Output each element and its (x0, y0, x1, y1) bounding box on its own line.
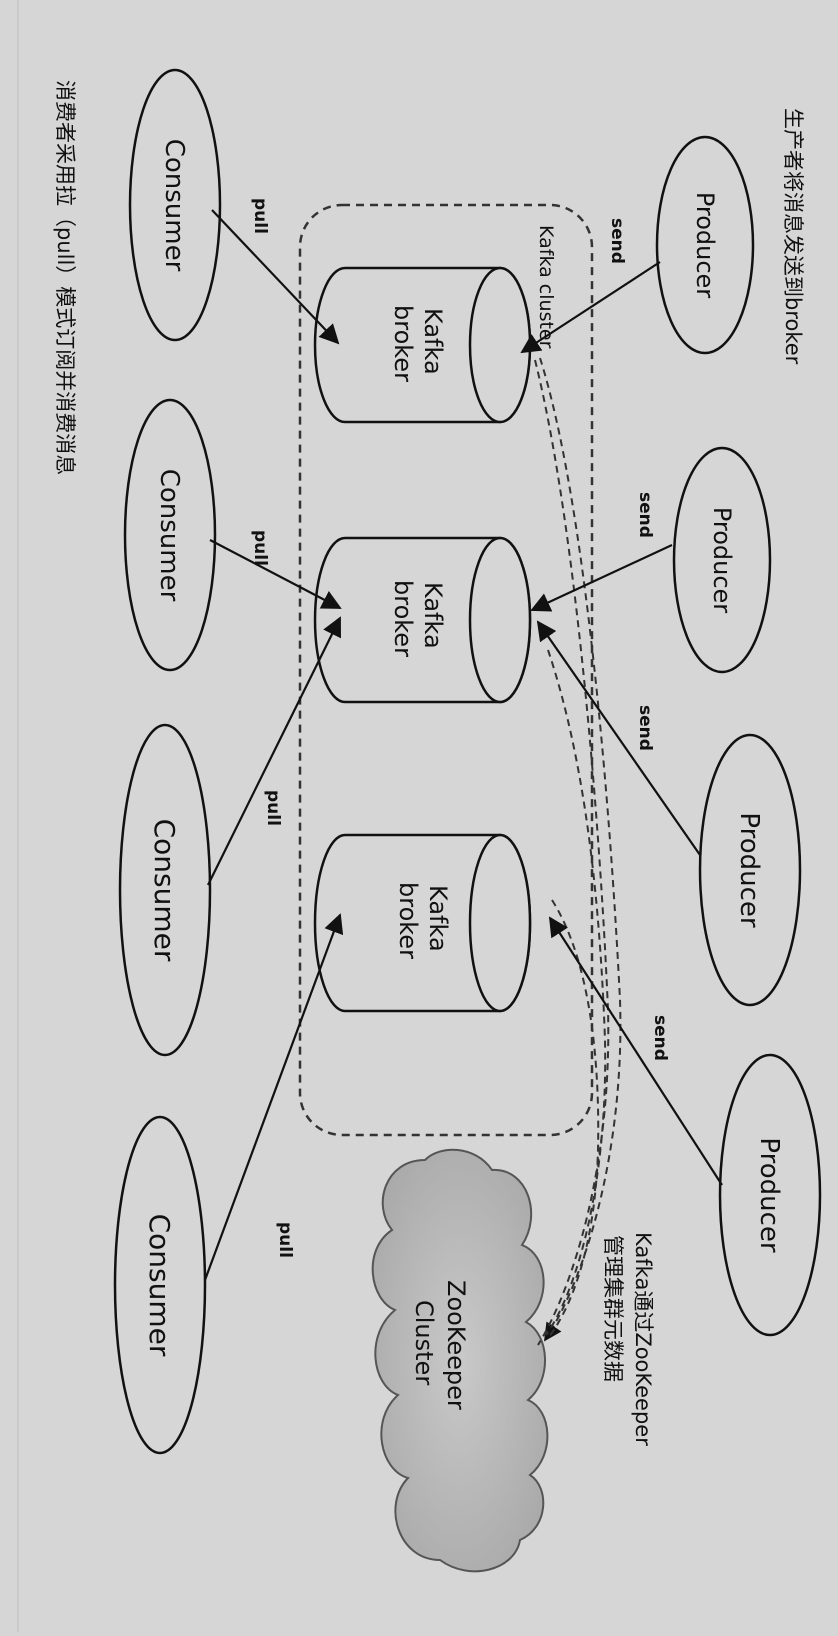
send-label-1: send (607, 218, 627, 264)
zookeeper-cloud: ZooKeeper Cluster (371, 1148, 549, 1573)
pull-label-1: pull (250, 198, 270, 234)
send-arrow-2 (530, 544, 673, 612)
zookeeper-metadata-links (534, 357, 622, 1346)
pull-arrows (203, 209, 344, 1281)
broker-1: Kafka broker (313, 266, 532, 424)
consumer-2-label: Consumer (154, 469, 184, 602)
send-label-4: send (650, 1015, 670, 1061)
pull-label-3: pull (263, 790, 283, 826)
consumer-1: Consumer (128, 68, 222, 342)
pull-arrow-1 (211, 209, 340, 345)
consumer-2: Consumer (123, 398, 217, 672)
send-arrow-3 (536, 620, 701, 856)
producer-2-label: Producer (708, 507, 736, 613)
producer-1-label: Producer (691, 192, 719, 298)
pull-arrow-4 (203, 913, 344, 1281)
broker-2-line1: Kafka (419, 582, 447, 649)
broker-2-line2: broker (389, 580, 417, 657)
producer-4: Producer (718, 1053, 822, 1337)
pull-label-2: pull (250, 530, 270, 566)
broker-3: Kafka broker (313, 833, 532, 1013)
zookeeper-caption-line1: Kafka通过ZooKeeper (631, 1232, 655, 1446)
send-arrows (520, 261, 723, 1186)
consumer-4-label: Consumer (143, 1214, 176, 1357)
consumer-4: Consumer (113, 1115, 207, 1455)
producer-3-label: Producer (734, 812, 764, 928)
producer-2: Producer (672, 446, 772, 674)
kafka-cluster-label: Kafka cluster (535, 225, 557, 349)
broker-3-line1: Kafka (424, 885, 452, 952)
send-label-2: send (635, 492, 655, 538)
consumer-caption: 消费者采用拉（pull）模式订阅并消费消息 (53, 80, 77, 475)
broker-1-line2: broker (389, 305, 417, 382)
consumer-1-label: Consumer (159, 139, 189, 272)
zookeeper-label-line2: Cluster (410, 1300, 438, 1385)
consumer-3-label: Consumer (148, 819, 181, 962)
broker-3-line2: broker (394, 882, 422, 959)
send-arrow-1 (520, 261, 661, 354)
pull-arrow-2 (209, 539, 342, 609)
kafka-cluster-box (298, 203, 594, 1137)
send-arrow-4 (548, 916, 723, 1186)
producer-1: Producer (655, 135, 755, 355)
broker-1-line1: Kafka (419, 308, 447, 375)
zookeeper-caption-line2: 管理集群元数据 (601, 1235, 625, 1382)
producer-caption: 生产者将消息发送到broker (781, 108, 805, 365)
producer-3: Producer (698, 733, 802, 1007)
broker-2: Kafka broker (313, 536, 532, 704)
pull-arrow-3 (207, 616, 341, 886)
zookeeper-label-line1: ZooKeeper (442, 1280, 470, 1410)
consumer-3: Consumer (118, 723, 212, 1057)
pull-label-4: pull (275, 1222, 295, 1258)
producer-4-label: Producer (754, 1137, 784, 1253)
send-label-3: send (635, 705, 655, 751)
